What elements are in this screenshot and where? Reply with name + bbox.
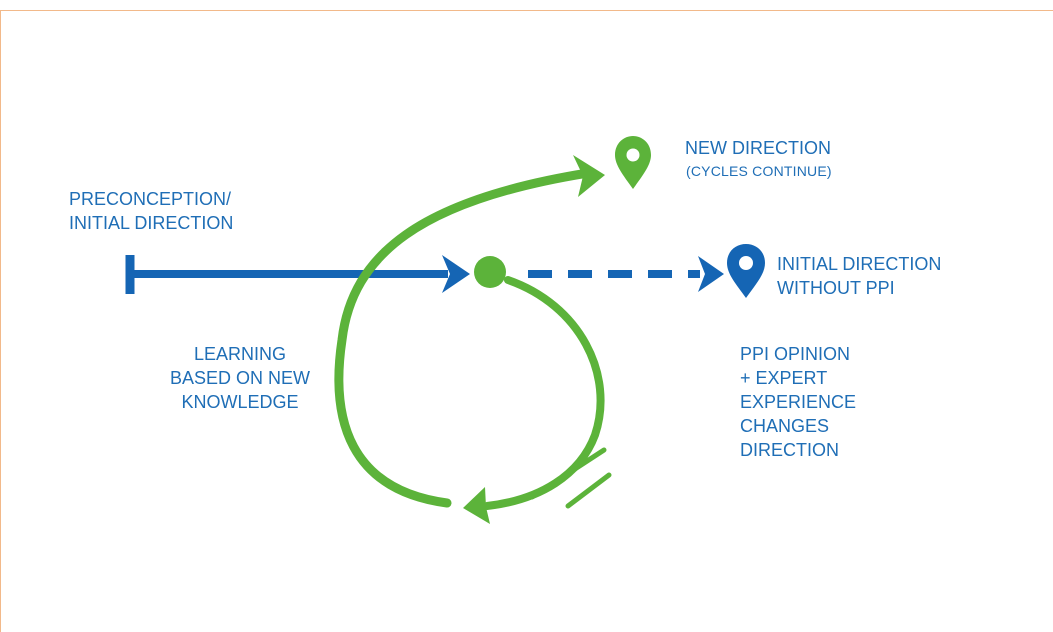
motion-stroke-1 [529,447,607,500]
initial-direction-arrowhead [442,255,470,293]
learning-line-3: KNOWLEDGE [181,392,299,412]
decision-point [474,256,506,288]
ppi-opinion-label: PPI OPINION + EXPERT EXPERIENCE CHANGES … [740,342,856,462]
ppi-opinion-line-3: EXPERIENCE [740,392,857,412]
ppi-opinion-line-2: + EXPERT [740,368,828,388]
preconception-line-2: INITIAL DIRECTION [69,213,234,233]
new-direction-title: NEW DIRECTION [685,138,831,158]
new-direction-label: NEW DIRECTION [685,136,831,160]
new-direction-arrowhead [573,155,605,197]
diagram-frame [0,10,1053,632]
initial-without-ppi-line-2: WITHOUT PPI [777,278,895,298]
learning-loop-inner [483,276,605,510]
learning-line-2: BASED ON NEW [169,368,311,388]
cycles-continue-text: (CYCLES CONTINUE) [686,163,832,179]
initial-without-ppi-label: INITIAL DIRECTION WITHOUT PPI [777,252,941,300]
map-pin-icon [615,136,651,189]
initial-without-ppi-line-1: INITIAL DIRECTION [777,254,942,274]
preconception-label: PRECONCEPTION/ INITIAL DIRECTION [69,187,233,235]
ppi-opinion-line-5: DIRECTION [740,440,839,460]
motion-stroke-2 [565,472,612,509]
loop-return-arrowhead [463,487,490,524]
ppi-opinion-line-1: PPI OPINION [740,344,851,364]
dashed-direction-arrowhead [698,256,724,292]
learning-line-1: LEARNING [193,344,287,364]
ppi-opinion-line-4: CHANGES [740,416,830,436]
map-pin-icon [727,244,765,298]
learning-label: LEARNING BASED ON NEW KNOWLEDGE [165,342,315,414]
cycles-continue-label: (CYCLES CONTINUE) [686,161,832,181]
learning-loop-outer [334,168,593,508]
preconception-line-1: PRECONCEPTION/ [69,189,232,209]
